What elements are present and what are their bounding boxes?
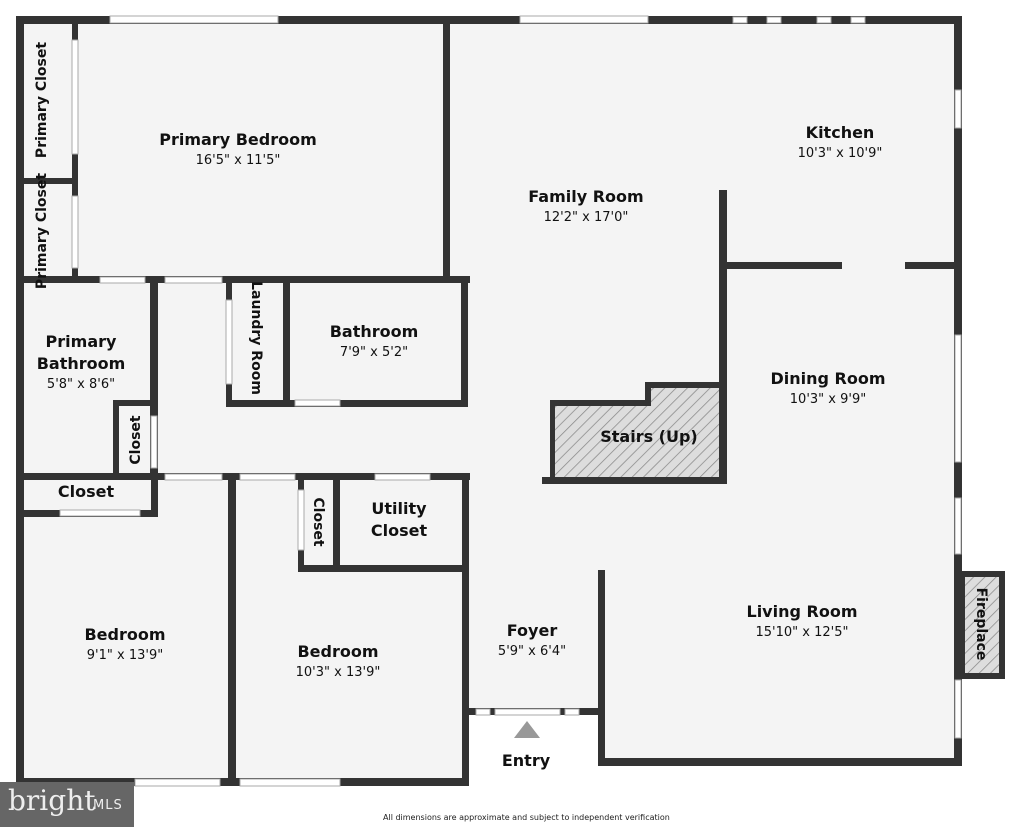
- room-dims: 15'10" x 12'5": [756, 625, 849, 640]
- room-dims: 10'3" x 13'9": [296, 665, 381, 680]
- room-name: Primary Bedroom: [159, 130, 317, 149]
- bright-mls-logo: bright MLS: [0, 782, 134, 827]
- room-name: Closet: [371, 521, 428, 540]
- room-dims: 7'9" x 5'2": [340, 345, 408, 360]
- room-name: Utility: [371, 499, 427, 518]
- entry-arrow-icon: [514, 721, 540, 738]
- room-name: Stairs (Up): [600, 427, 698, 446]
- room-dims: 16'5" x 11'5": [196, 153, 281, 168]
- room-dims: 5'8" x 8'6": [47, 377, 115, 392]
- room-name: Dining Room: [770, 369, 885, 388]
- room-dims: 10'3" x 9'9": [790, 392, 866, 407]
- room-name: Bedroom: [84, 625, 165, 644]
- room-dims: 12'2" x 17'0": [544, 210, 629, 225]
- room-name: Fireplace: [973, 588, 989, 661]
- windows-doors: [59, 15, 962, 787]
- logo-suffix: MLS: [93, 798, 123, 813]
- logo-brand: bright: [8, 784, 96, 817]
- room-name: Closet: [128, 415, 144, 465]
- room-name: Living Room: [747, 602, 858, 621]
- room-name: Primary: [46, 332, 117, 351]
- room-name: Laundry Room: [248, 281, 264, 395]
- floor-area: [20, 20, 958, 782]
- room-name: Bathroom: [330, 322, 419, 341]
- room-name: Foyer: [507, 621, 558, 640]
- stairs: [550, 386, 722, 478]
- room-name: Closet: [58, 482, 115, 501]
- disclaimer: All dimensions are approximate and subje…: [383, 813, 670, 822]
- room-name: Kitchen: [806, 123, 875, 142]
- room-name: Bedroom: [297, 642, 378, 661]
- room-name: Bathroom: [37, 354, 126, 373]
- room-dims: 5'9" x 6'4": [498, 644, 566, 659]
- room-name: Closet: [310, 497, 326, 547]
- room-name: Family Room: [528, 187, 643, 206]
- room-dims: 9'1" x 13'9": [87, 648, 163, 663]
- entry-label: Entry: [502, 751, 551, 770]
- fireplace: [959, 571, 1005, 679]
- room-dims: 10'3" x 10'9": [798, 146, 883, 161]
- room-name: Primary Closet: [34, 42, 50, 158]
- room-name: Primary Closet: [34, 173, 50, 289]
